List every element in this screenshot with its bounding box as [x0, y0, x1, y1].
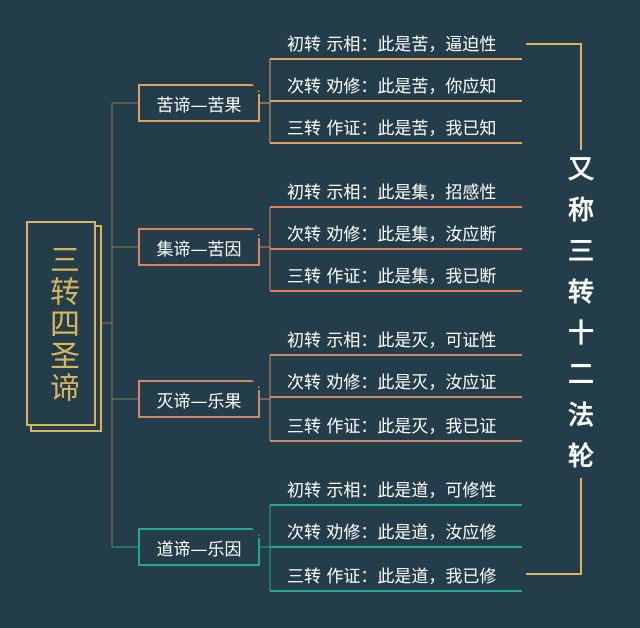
side-label-char: 轮	[567, 442, 594, 472]
leaf-label: 三转 作证：此是苦，我已知	[287, 118, 497, 139]
branch-label: 集谛—苦因	[156, 239, 242, 260]
leaf-item: 初转 示相：此是集，招感性	[270, 173, 522, 207]
side-label-char: 二	[567, 360, 594, 390]
leaf-item: 三转 作证：此是苦，我已知	[270, 109, 522, 143]
leaf-label: 三转 作证：此是灭，我已证	[287, 416, 497, 437]
branch-label: 灭谛—乐果	[156, 391, 242, 412]
leaf-item: 次转 劝修：此是集，汝应断	[270, 215, 522, 249]
leaf-label: 次转 劝修：此是道，汝应修	[287, 522, 497, 543]
branch-node: 集谛—苦因	[138, 228, 260, 266]
leaf-item: 三转 作证：此是灭，我已证	[270, 407, 522, 441]
leaf-item: 次转 劝修：此是苦，你应知	[270, 67, 522, 101]
branch-node: 道谛—乐因	[138, 528, 260, 566]
leaf-item: 初转 示相：此是灭，可证性	[270, 321, 522, 355]
leaf-label: 次转 劝修：此是灭，汝应证	[287, 372, 497, 393]
leaf-item: 三转 作证：此是集，我已断	[270, 257, 522, 291]
side-label: 又称三转十二法轮	[561, 150, 601, 478]
branch-label: 苦谛—苦果	[156, 95, 242, 116]
side-label-char: 十	[567, 319, 594, 349]
side-label-char: 法	[567, 401, 594, 431]
branch-node: 苦谛—苦果	[138, 84, 260, 122]
branch-node: 灭谛—乐果	[138, 380, 260, 418]
side-label-char: 又	[567, 155, 594, 185]
side-label-char: 转	[567, 278, 594, 308]
leaf-label: 次转 劝修：此是苦，你应知	[287, 76, 497, 97]
root-node: 三转四圣谛	[26, 221, 96, 426]
leaf-label: 次转 劝修：此是集，汝应断	[287, 224, 497, 245]
leaf-item: 次转 劝修：此是灭，汝应证	[270, 363, 522, 397]
leaf-label: 初转 示相：此是苦，逼迫性	[287, 34, 497, 55]
leaf-label: 初转 示相：此是灭，可证性	[287, 330, 497, 351]
leaf-label: 初转 示相：此是道，可修性	[287, 480, 497, 501]
leaf-item: 次转 劝修：此是道，汝应修	[270, 513, 522, 547]
side-label-char: 三	[567, 237, 594, 267]
leaf-item: 初转 示相：此是道，可修性	[270, 471, 522, 505]
branch-label: 道谛—乐因	[156, 539, 242, 560]
leaf-label: 三转 作证：此是道，我已修	[287, 566, 497, 587]
leaf-label: 初转 示相：此是集，招感性	[287, 182, 497, 203]
root-label: 三转四圣谛	[44, 243, 79, 404]
side-label-char: 称	[567, 196, 594, 226]
leaf-item: 三转 作证：此是道，我已修	[270, 557, 522, 591]
leaf-label: 三转 作证：此是集，我已断	[287, 266, 497, 287]
leaf-item: 初转 示相：此是苦，逼迫性	[270, 25, 522, 59]
